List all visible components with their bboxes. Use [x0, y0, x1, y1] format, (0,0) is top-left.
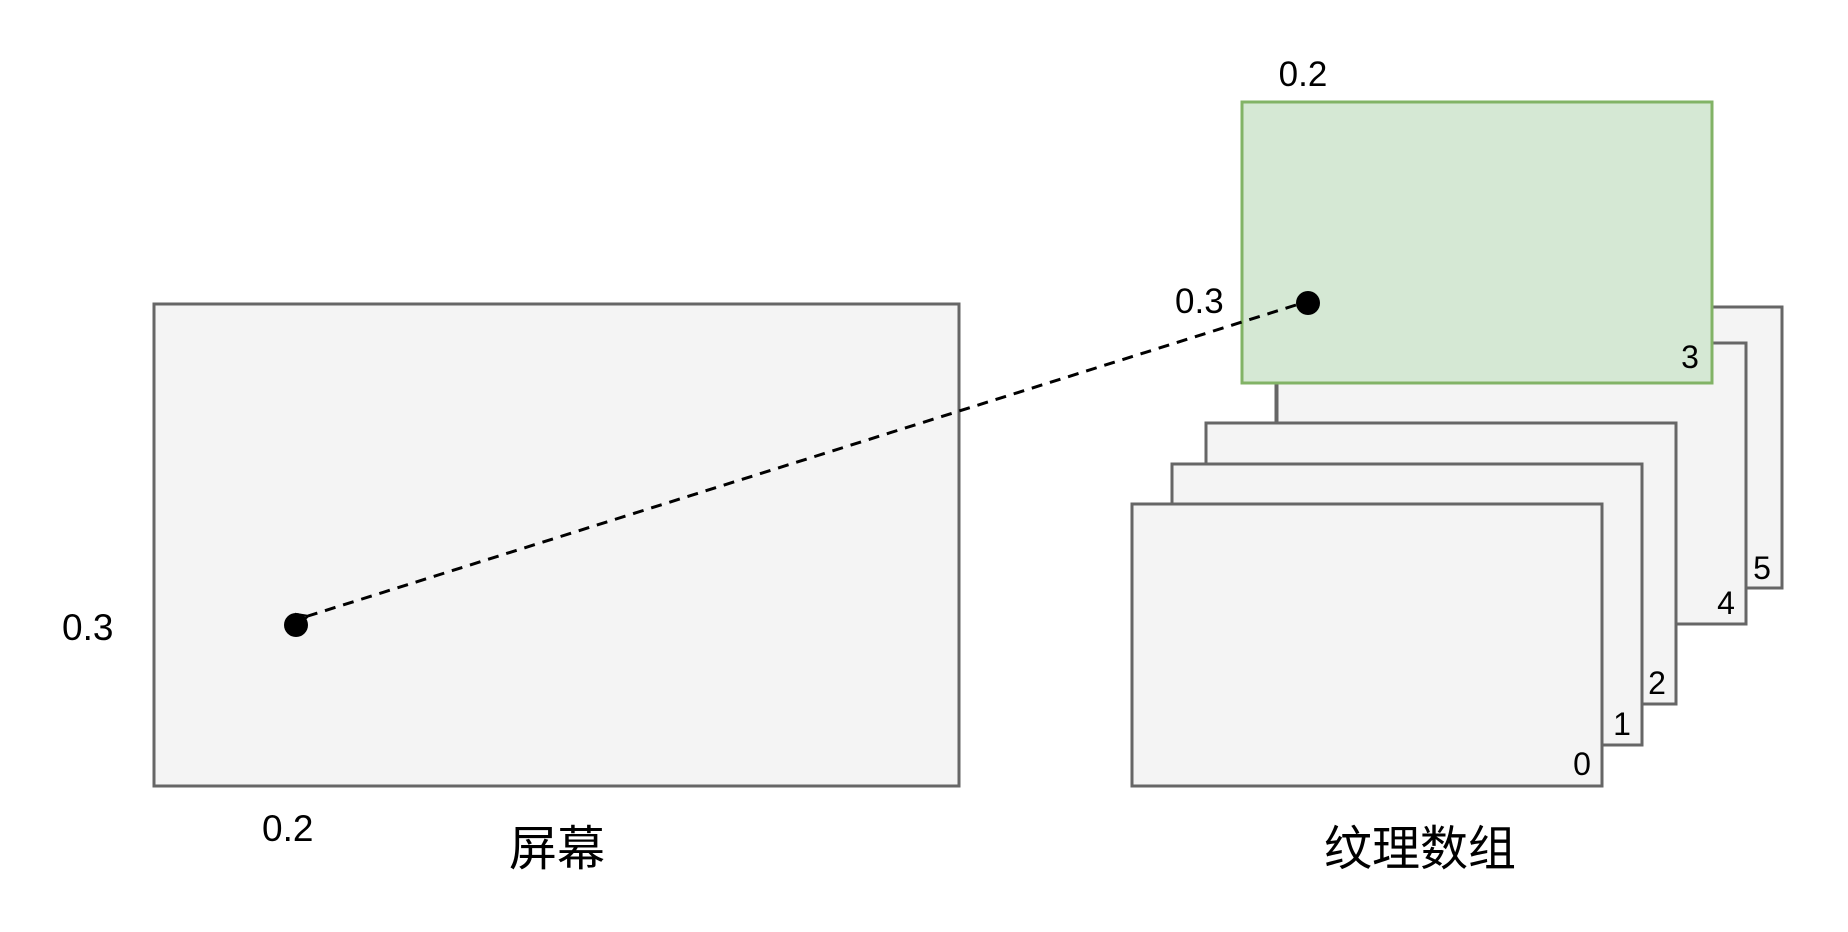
texture-layer-5-index: 5 [1753, 550, 1771, 586]
texture-array-group: 5 4 2 1 0 3 0.2 0.3 纹理数组 [1130, 55, 1784, 877]
texture-layer-0: 0 [1130, 502, 1604, 788]
screen-u-coordinate-label: 0.2 [262, 808, 313, 849]
screen-group: 0.3 0.2 屏幕 [62, 302, 961, 877]
texture-array-label: 纹理数组 [1324, 821, 1516, 877]
texture-layer-3-index: 3 [1681, 339, 1699, 375]
texture-layer-3-rect [1240, 100, 1714, 385]
texture-sample-point [1296, 291, 1320, 315]
screen-label: 屏幕 [509, 821, 605, 877]
texture-layer-1-index: 1 [1613, 706, 1631, 742]
texture-layer-3-selected: 3 [1240, 100, 1714, 385]
texture-layer-0-rect [1130, 502, 1604, 788]
texture-layer-0-index: 0 [1573, 746, 1591, 782]
screen-sample-point [284, 613, 308, 637]
sampling-arrow [308, 303, 1297, 616]
texture-layer-2-index: 2 [1648, 665, 1666, 701]
texture-layer-4-index: 4 [1717, 585, 1735, 621]
texture-v-coordinate-label: 0.3 [1175, 282, 1224, 321]
screen-rect [152, 302, 961, 788]
texture-u-coordinate-label: 0.2 [1279, 55, 1328, 94]
screen-v-coordinate-label: 0.3 [62, 607, 113, 648]
